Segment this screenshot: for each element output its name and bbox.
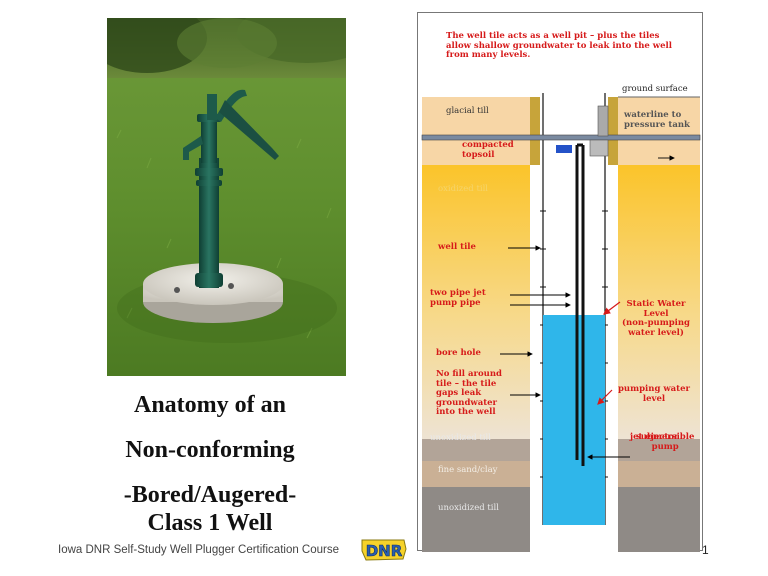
well-tile-label: well tile [438,242,476,252]
pump-pipe-label: two pipe jet pump pipe [430,288,486,308]
no-fill-line: tile – the tile [436,378,497,389]
page-number: 1 [702,543,709,557]
pump-pipe-line: pump pipe [430,297,481,308]
static-water-line: water level) [628,327,684,338]
static-water-level-label: Static Water Level (non-pumping water le… [614,299,698,338]
no-fill-line: No fill around [436,369,502,379]
ground-surface-label: ground surface [622,84,688,94]
waterline-line: pressure tank [624,119,690,130]
submersible-pump-label: submersible pump [636,432,695,452]
unoxidized-till-lower-label: unoxidized till [438,503,499,513]
pumping-water-line: level [642,393,666,404]
diagram-caption: The well tile acts as a well pit – plus … [446,31,672,61]
unoxidized-till-upper-label: unoxidized till [430,433,491,443]
topsoil-line: topsoil [462,149,495,160]
no-fill-line: gaps leak [436,388,482,398]
oxidized-till-label: oxidized till [438,184,489,194]
title-line-1: Anatomy of an [133,392,286,418]
glacial-till-label: glacial till [446,106,489,116]
hand-pump-illustration [107,18,346,376]
title-line-4: Class 1 Well [147,510,273,536]
bore-hole-label: bore hole [436,348,481,358]
hand-pump-photo [107,18,346,376]
pumping-water-level-label: pumping water level [614,384,694,404]
title-line-2: Non-conforming [125,437,295,463]
caption-line: The well tile acts as a well pit – plus … [446,31,660,41]
static-water-line: Level [643,308,669,319]
dnr-logo: DNR [360,537,408,563]
compacted-topsoil-label: compacted topsoil [462,140,514,160]
pumping-water-line: pumping water [617,384,690,394]
pump-pipe-line: two pipe jet [430,288,486,298]
dnr-logo-text: DNR [366,542,403,560]
no-fill-label: No fill around tile – the tile gaps leak… [436,369,502,418]
waterline-label: waterline to pressure tank [624,110,690,130]
jet-ejector-label: jet ejector [630,432,679,442]
submersible-line: pump [651,441,679,452]
submersible-line: submersible [636,432,695,442]
well-diagram: The well tile acts as a well pit – plus … [417,12,703,552]
title-line-3: -Bored/Augered- [123,482,297,508]
waterline-line: waterline to [624,110,682,120]
footer-course-text: Iowa DNR Self-Study Well Plugger Certifi… [58,544,340,556]
static-water-line: (non-pumping [622,318,690,328]
no-fill-line: into the well [436,407,496,417]
caption-line: from many levels. [446,50,531,60]
topsoil-line: compacted [462,140,514,150]
static-water-line: Static Water [626,299,686,309]
fine-sand-clay-label: fine sand/clay [438,465,498,475]
well-cross-section [421,93,701,552]
caption-line: allow shallow groundwater to leak into t… [446,40,672,51]
no-fill-line: groundwater [436,397,498,408]
